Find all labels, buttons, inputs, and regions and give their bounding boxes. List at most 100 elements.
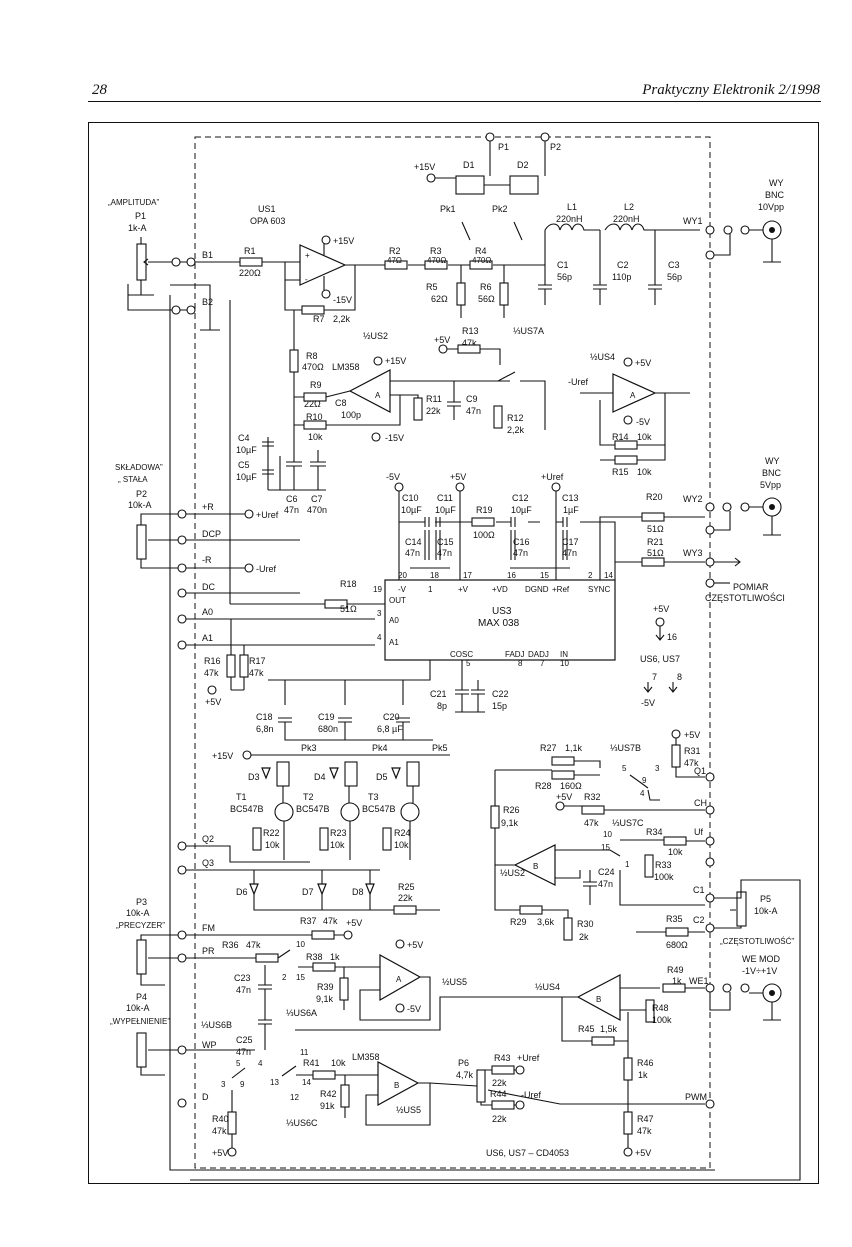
- pk4-label: Pk4: [372, 743, 388, 753]
- wy2-label: WY2: [683, 494, 703, 504]
- pin-sync: SYNC: [588, 585, 610, 594]
- dcp-term: [177, 535, 187, 545]
- r12: [493, 405, 503, 429]
- c19-label: C19: [318, 712, 335, 722]
- c1-out-label: C1: [693, 885, 705, 895]
- r9-label: R9: [310, 380, 322, 390]
- mid-section: R16 47k R17 47k +5V C18 6,8n C19 680n C2…: [204, 619, 509, 915]
- r7-label: R7: [313, 314, 325, 324]
- us3-section: US3 MAX 038 -V 1 +V +VD DGND +Ref SYNC O…: [229, 300, 785, 708]
- r41-label: R41: [303, 1058, 320, 1068]
- plus-uref-term: [244, 509, 254, 519]
- b1-term: [171, 257, 181, 267]
- r47-label: R47: [637, 1114, 654, 1124]
- a0-label: A0: [202, 607, 213, 617]
- svg-text:15: 15: [540, 571, 549, 580]
- p1-ground: [128, 237, 154, 296]
- c25-label: C25: [236, 1035, 253, 1045]
- c3-label: C3: [668, 260, 680, 270]
- svg-text:A: A: [396, 975, 402, 984]
- bnc1-line2: BNC: [765, 190, 785, 200]
- c19-value: 680n: [318, 724, 338, 734]
- amplituda-label: „AMPLITUDA”: [108, 198, 159, 207]
- svg-text:17: 17: [463, 571, 472, 580]
- r3-label: R3: [430, 246, 442, 256]
- d4-label: D4: [314, 772, 326, 782]
- pin-1-label: 1: [428, 585, 433, 594]
- r30: [563, 917, 573, 941]
- we1-label: WE1: [689, 976, 709, 986]
- svg-text:19: 19: [373, 585, 382, 594]
- us7c-label: ⅓US7C: [612, 818, 644, 828]
- r47-value: 47k: [637, 1126, 652, 1136]
- p4-value: 10k-A: [126, 1003, 150, 1013]
- t1-label: T1: [236, 792, 247, 802]
- c2-value: 110p: [612, 272, 631, 282]
- c5-label: C5: [238, 460, 250, 470]
- svg-text:13: 13: [270, 1078, 279, 1087]
- r39-label: R39: [317, 982, 334, 992]
- d1-relay: [455, 175, 485, 195]
- bottom-section: R37 47k +5V R36 47k 10 15 2 R38 1k +5V A…: [186, 916, 782, 1158]
- us5a-plus5: +5V: [407, 940, 423, 950]
- pr-label: PR: [202, 946, 215, 956]
- c8-value: 100p: [341, 410, 361, 420]
- d5-diode: [391, 767, 401, 780]
- r19-value: 100Ω: [473, 530, 495, 540]
- r32: [581, 805, 605, 815]
- us5a-minus5: -5V: [407, 1004, 421, 1014]
- c17-value: 47n: [562, 548, 577, 558]
- svg-text:18: 18: [430, 571, 439, 580]
- c6-label: C6: [286, 494, 298, 504]
- dcp-label: DCP: [202, 529, 221, 539]
- r13-plus5: +5V: [434, 335, 450, 345]
- t3-transistor: [400, 802, 420, 822]
- ch-label: CH: [694, 798, 707, 808]
- us5a-opamp: [379, 953, 422, 1002]
- l1-label: L1: [567, 202, 577, 212]
- r1: [239, 257, 263, 267]
- r31: [671, 744, 681, 768]
- pk5-label: Pk5: [432, 743, 448, 753]
- svg-text:9: 9: [642, 776, 647, 785]
- l2-value: 220nH: [613, 214, 640, 224]
- r41: [312, 1070, 336, 1080]
- us1-opamp: [299, 244, 347, 286]
- svg-text:3: 3: [655, 764, 660, 773]
- svg-text:10: 10: [296, 940, 305, 949]
- c22-label: C22: [492, 689, 509, 699]
- d8-diode: [365, 883, 375, 896]
- r7: [301, 305, 325, 315]
- c24-value: 47n: [598, 879, 613, 889]
- us1-plus15: +15V: [333, 236, 354, 246]
- svg-text:1: 1: [625, 860, 630, 869]
- p2-value: 10k-A: [128, 500, 152, 510]
- c20-label: C20: [383, 712, 400, 722]
- r32-plus5: +5V: [556, 792, 572, 802]
- us1-type: OPA 603: [250, 216, 285, 226]
- r11-value: 22k: [426, 406, 441, 416]
- c10-label: C10: [402, 493, 419, 503]
- pin-dgnd: DGND: [525, 585, 549, 594]
- r40: [227, 1111, 237, 1135]
- c7-label: C7: [311, 494, 323, 504]
- us6a-label: ⅓US6A: [286, 1008, 317, 1018]
- lm358-b-label: LM358: [352, 1052, 380, 1062]
- pr-term: [177, 953, 187, 963]
- q1-label: Q1: [694, 766, 706, 776]
- stala-label: „ STAŁA: [118, 475, 148, 484]
- r26-value: 9,1k: [501, 818, 519, 828]
- c2-label: C2: [617, 260, 629, 270]
- r12-label: R12: [507, 413, 524, 423]
- c9-label: C9: [466, 394, 478, 404]
- r28-label: R28: [535, 781, 552, 791]
- r2-value: 47Ω: [387, 256, 402, 265]
- c25-value: 47n: [236, 1047, 251, 1057]
- r23: [319, 827, 329, 851]
- r16-label: R16: [204, 656, 221, 666]
- dc-term: [177, 588, 187, 598]
- r9-value: 22Ω: [304, 399, 321, 409]
- r8: [289, 349, 299, 373]
- r33: [644, 854, 654, 878]
